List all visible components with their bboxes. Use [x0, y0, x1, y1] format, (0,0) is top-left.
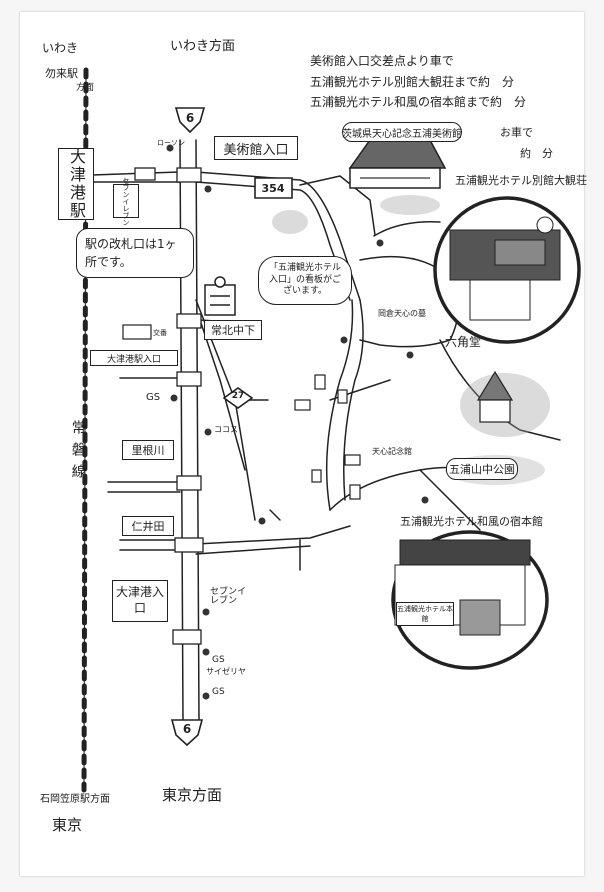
car-time-line4: お車で: [500, 126, 533, 139]
wafu-sign-box: 五浦観光ホテル本館: [396, 602, 454, 626]
taikanso-label: 五浦観光ホテル別館大観荘: [455, 174, 587, 187]
ticket-gate-note: 駅の改札口は1ヶ所です。: [76, 228, 194, 278]
kaizu-park-label: 五浦山中公園: [446, 458, 518, 480]
label-nakoso-dir: 方面: [76, 83, 95, 93]
taikanso-illustration: [433, 196, 581, 344]
houses: [122, 324, 361, 500]
label-gs-3: GS: [212, 687, 225, 697]
label-seven-eleven-bottom: セブンイレブン: [210, 587, 247, 607]
label-tokyo: 東京: [52, 816, 83, 834]
route6-east-edge: [195, 139, 200, 721]
otsuko-station-box: 大津港駅: [58, 148, 94, 220]
car-time-line1: 美術館入口交差点より車で: [310, 54, 454, 68]
label-iwaki: いわき: [42, 41, 79, 55]
museum-label: 茨城県天心記念五浦美術館: [342, 122, 462, 142]
route6-top-label: 6: [185, 111, 195, 125]
label-tokyo-direction: 東京方面: [162, 786, 223, 804]
label-gs-1: GS: [146, 392, 161, 403]
route6-bottom-label: 6: [182, 722, 192, 736]
label-tenshin-memorial: 天心記念館: [372, 447, 412, 456]
map-paper: [20, 12, 584, 876]
niida-box: 仁井田: [122, 516, 174, 536]
label-rokkakudo: 六角堂: [445, 335, 482, 349]
route27-label: 27: [231, 391, 245, 401]
label-cocos: ココス: [214, 425, 238, 434]
label-saizeriya: サイゼリヤ: [206, 667, 246, 676]
label-iwaki-direction: いわき方面: [170, 39, 236, 54]
label-okakura-grave: 岡倉天心の墓: [378, 309, 426, 318]
label-koban: 交番: [153, 329, 167, 337]
hotel-entrance-note: 「五浦観光ホテル入口」の看板がございます。: [258, 256, 352, 306]
joho-school-box: 常北中下: [204, 320, 262, 340]
car-time-line5: 約 分: [520, 147, 553, 160]
museum-building: [348, 139, 447, 189]
otsuko-iriguchi-box: 大津港入口: [112, 580, 168, 622]
car-time-line2: 五浦観光ホテル別館大観荘まで約 分: [310, 75, 515, 89]
label-ishioka-direction: 石岡笠原駅方面: [40, 794, 110, 805]
label-lawson: ローソン: [157, 139, 185, 147]
label-nakoso: 勿来駅: [45, 67, 78, 80]
wafu-label: 五浦観光ホテル和風の宿本館: [400, 515, 543, 528]
otsuko-station-entrance-box: 大津港駅入口: [90, 350, 178, 366]
route354-label: 354: [261, 182, 285, 195]
label-gs-2: GS: [212, 655, 225, 665]
joban-line-label: 常磐線: [69, 420, 86, 486]
traffic-signals: [134, 167, 204, 645]
seven-eleven-top: セブンイレブン: [113, 177, 139, 226]
satonegawa-box: 里根川: [122, 440, 174, 460]
hospital-icon: [204, 276, 236, 316]
museum-entrance-box: 美術館入口: [214, 136, 298, 160]
rokkakudo-icon: [476, 370, 514, 423]
wafu-illustration: [391, 530, 549, 670]
route-shields: [170, 107, 293, 747]
car-time-line3: 五浦観光ホテル和風の宿本館まで約 分: [310, 95, 527, 109]
